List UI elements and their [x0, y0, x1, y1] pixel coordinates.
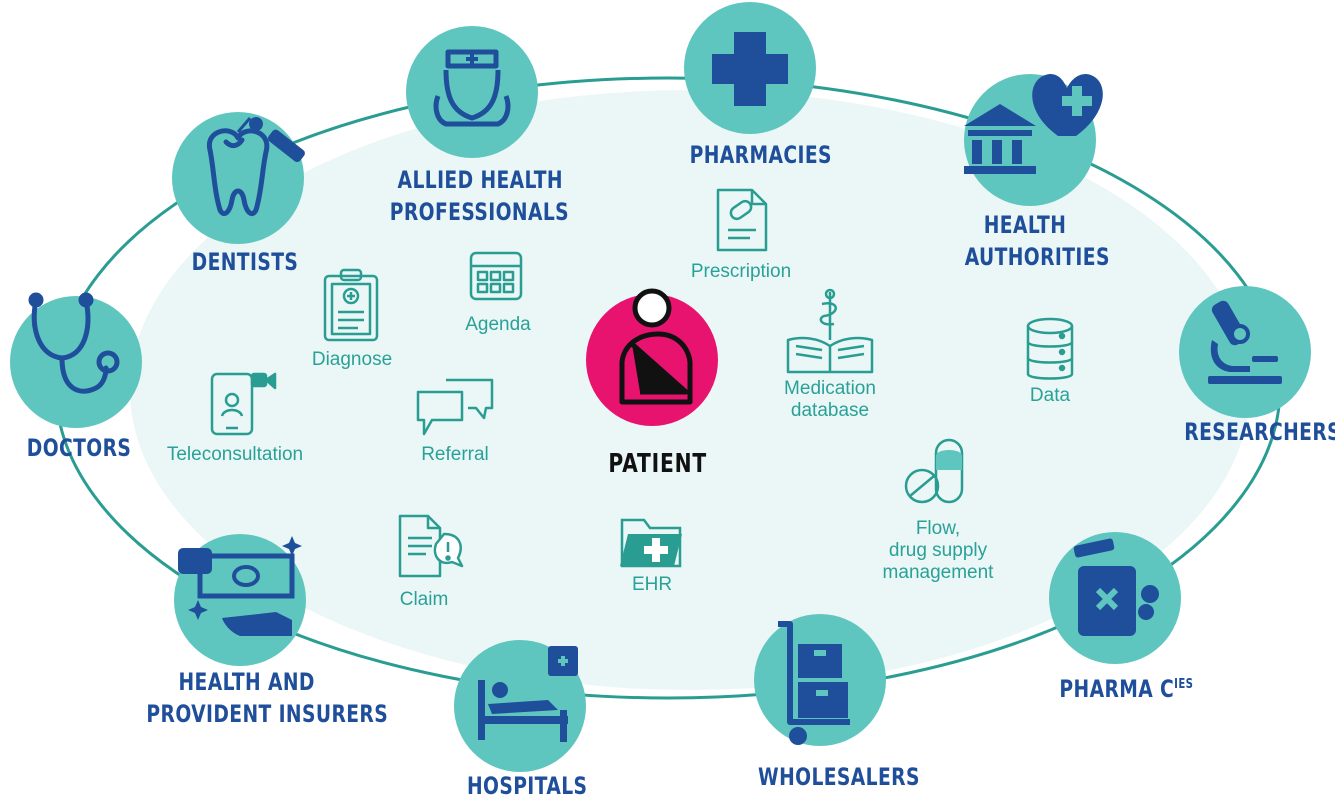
- agenda-calendar-icon: [469, 251, 523, 301]
- allied-health-label-line2: PROFESSIONALS: [389, 198, 570, 226]
- hospital-bed-icon: [478, 646, 578, 742]
- allied-health-label-line1: ALLIED HEALTH: [397, 166, 563, 194]
- pharmacies-label: PHARMACIES: [689, 141, 832, 169]
- tooth-icon: [207, 128, 270, 217]
- medical-cross-icon: [712, 32, 788, 106]
- flow-label-line2: drug supply: [888, 540, 988, 561]
- prescription-label: Prescription: [690, 261, 792, 282]
- medicine-bottle-icon: [1073, 538, 1159, 636]
- medication-label-line1: Medication: [784, 378, 876, 399]
- flow-label-line3: management: [882, 562, 994, 583]
- data-label: Data: [1029, 385, 1071, 406]
- wholesalers-label: WHOLESALERS: [758, 763, 920, 791]
- database-icon: [1026, 317, 1074, 380]
- payment-icon: [178, 536, 302, 636]
- diagnose-label: Diagnose: [311, 349, 393, 370]
- patient-head-icon: [632, 288, 672, 328]
- referral-label: Referral: [421, 444, 489, 465]
- medication-book-icon: [786, 288, 874, 374]
- government-building-icon: [964, 104, 1036, 174]
- dentists-label: DENTISTS: [191, 248, 299, 276]
- doctors-node: [10, 292, 142, 428]
- prescription-icon: [716, 188, 768, 252]
- insurers-node: [174, 534, 306, 666]
- pharmacies-node: [684, 2, 816, 134]
- pills-icon: [904, 438, 964, 504]
- referral-chat-icon: [416, 378, 494, 436]
- patient-node: [586, 288, 718, 426]
- pharma-companies-label: PHARMA CIES: [1059, 675, 1193, 703]
- patient-label: PATIENT: [608, 449, 707, 479]
- health-authorities-label-line2: AUTHORITIES: [964, 243, 1110, 271]
- claim-document-icon: [398, 514, 464, 578]
- teleconsultation-label: Teleconsultation: [166, 444, 304, 465]
- ehr-folder-icon: [620, 518, 682, 568]
- patient-sling-icon: [619, 331, 693, 405]
- allied-health-node: [406, 26, 538, 158]
- claim-label: Claim: [399, 589, 449, 610]
- health-authorities-node: [964, 74, 1103, 206]
- pharma-companies-label-sup: IES: [1174, 677, 1194, 692]
- insurers-label-line2: PROVIDENT INSURERS: [146, 700, 389, 728]
- insurers-label-line1: HEALTH AND: [178, 668, 315, 696]
- teleconsultation-icon: [210, 372, 277, 436]
- health-authorities-label-line1: HEALTH: [983, 211, 1067, 239]
- doctors-label: DOCTORS: [26, 434, 132, 462]
- flow-label-line1: Flow,: [915, 518, 961, 539]
- medication-label-line2: database: [790, 400, 870, 421]
- pharma-companies-node: [1049, 532, 1181, 664]
- dental-tool-icon: [236, 117, 305, 163]
- hand-truck-icon: [778, 621, 850, 745]
- pharma-companies-label-main: PHARMA C: [1059, 675, 1175, 703]
- nurse-icon: [433, 49, 511, 127]
- diagnose-clipboard-icon: [323, 268, 379, 342]
- stethoscope-icon: [28, 292, 120, 394]
- heart-plus-icon: [1032, 74, 1103, 136]
- ehr-label: EHR: [631, 574, 673, 595]
- hospitals-node: [454, 640, 586, 772]
- researchers-node: [1179, 286, 1311, 418]
- wholesalers-node: [754, 614, 886, 746]
- researchers-label: RESEARCHERS: [1184, 418, 1335, 446]
- agenda-label: Agenda: [465, 314, 531, 335]
- microscope-icon: [1208, 300, 1282, 384]
- dentists-node: [172, 112, 305, 244]
- hospitals-label: HOSPITALS: [466, 772, 588, 800]
